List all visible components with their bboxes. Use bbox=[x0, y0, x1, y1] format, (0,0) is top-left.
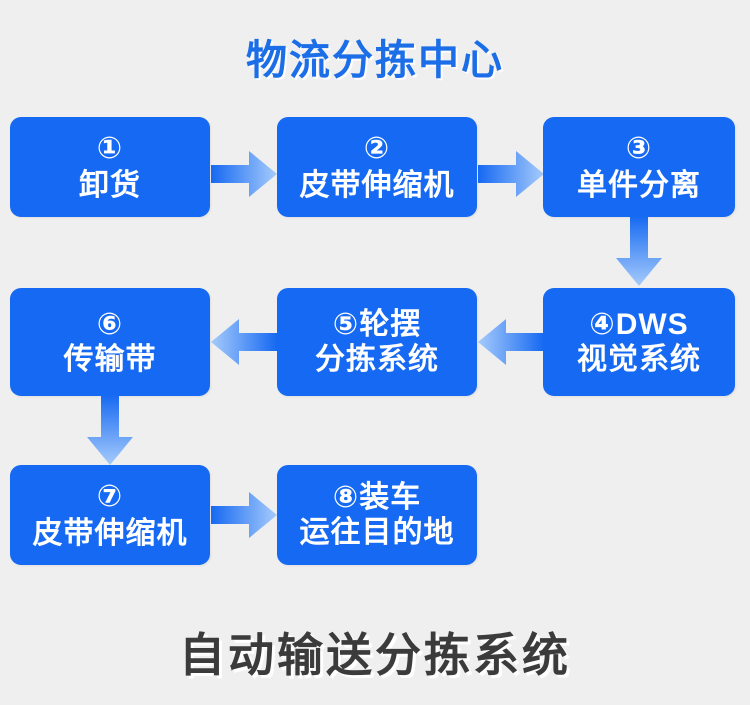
flow-node-8-line1: ⑧装车 bbox=[332, 480, 422, 514]
flow-node-8[interactable]: ⑧装车 运往目的地 bbox=[277, 465, 477, 565]
flow-node-6-line2: 传输带 bbox=[63, 343, 157, 376]
connector-arrow-right-2 bbox=[478, 151, 544, 197]
flow-node-4-line2: 视觉系统 bbox=[577, 343, 701, 376]
flow-node-8-line2: 运往目的地 bbox=[299, 516, 455, 549]
connector-arrow-left-2 bbox=[211, 319, 277, 365]
flow-node-3-line2: 单件分离 bbox=[577, 169, 701, 202]
flow-node-4-line1: ④DWS bbox=[589, 307, 689, 341]
flow-node-3-line1: ③ bbox=[625, 131, 653, 165]
connector-arrow-right-1 bbox=[211, 151, 277, 197]
flow-node-5[interactable]: ⑤轮摆 分拣系统 bbox=[277, 288, 477, 396]
flow-node-5-line1: ⑤轮摆 bbox=[332, 307, 422, 341]
flow-node-1-line1: ① bbox=[96, 131, 124, 165]
flow-node-7-line1: ⑦ bbox=[96, 479, 124, 513]
connector-arrow-down-2 bbox=[87, 395, 133, 465]
flow-node-1[interactable]: ① 卸货 bbox=[10, 117, 210, 217]
connector-arrow-right-3 bbox=[211, 492, 277, 538]
flow-node-2-line2: 皮带伸缩机 bbox=[299, 169, 455, 202]
page-title: 物流分拣中心 bbox=[246, 37, 504, 83]
flow-node-5-line2: 分拣系统 bbox=[315, 343, 439, 376]
connector-arrow-down-1 bbox=[616, 216, 662, 286]
flow-node-2[interactable]: ② 皮带伸缩机 bbox=[277, 117, 477, 217]
flow-node-1-line2: 卸货 bbox=[79, 169, 141, 202]
flow-node-2-line1: ② bbox=[363, 131, 391, 165]
flow-node-7-line2: 皮带伸缩机 bbox=[32, 517, 188, 550]
flow-node-7[interactable]: ⑦ 皮带伸缩机 bbox=[10, 465, 210, 565]
flow-node-6-line1: ⑥ bbox=[96, 307, 124, 341]
connector-arrow-left-1 bbox=[478, 319, 544, 365]
flow-node-4[interactable]: ④DWS 视觉系统 bbox=[543, 288, 735, 396]
footer-title: 自动输送分拣系统 bbox=[179, 629, 571, 681]
flow-node-3[interactable]: ③ 单件分离 bbox=[543, 117, 735, 217]
flow-node-6[interactable]: ⑥ 传输带 bbox=[10, 288, 210, 396]
